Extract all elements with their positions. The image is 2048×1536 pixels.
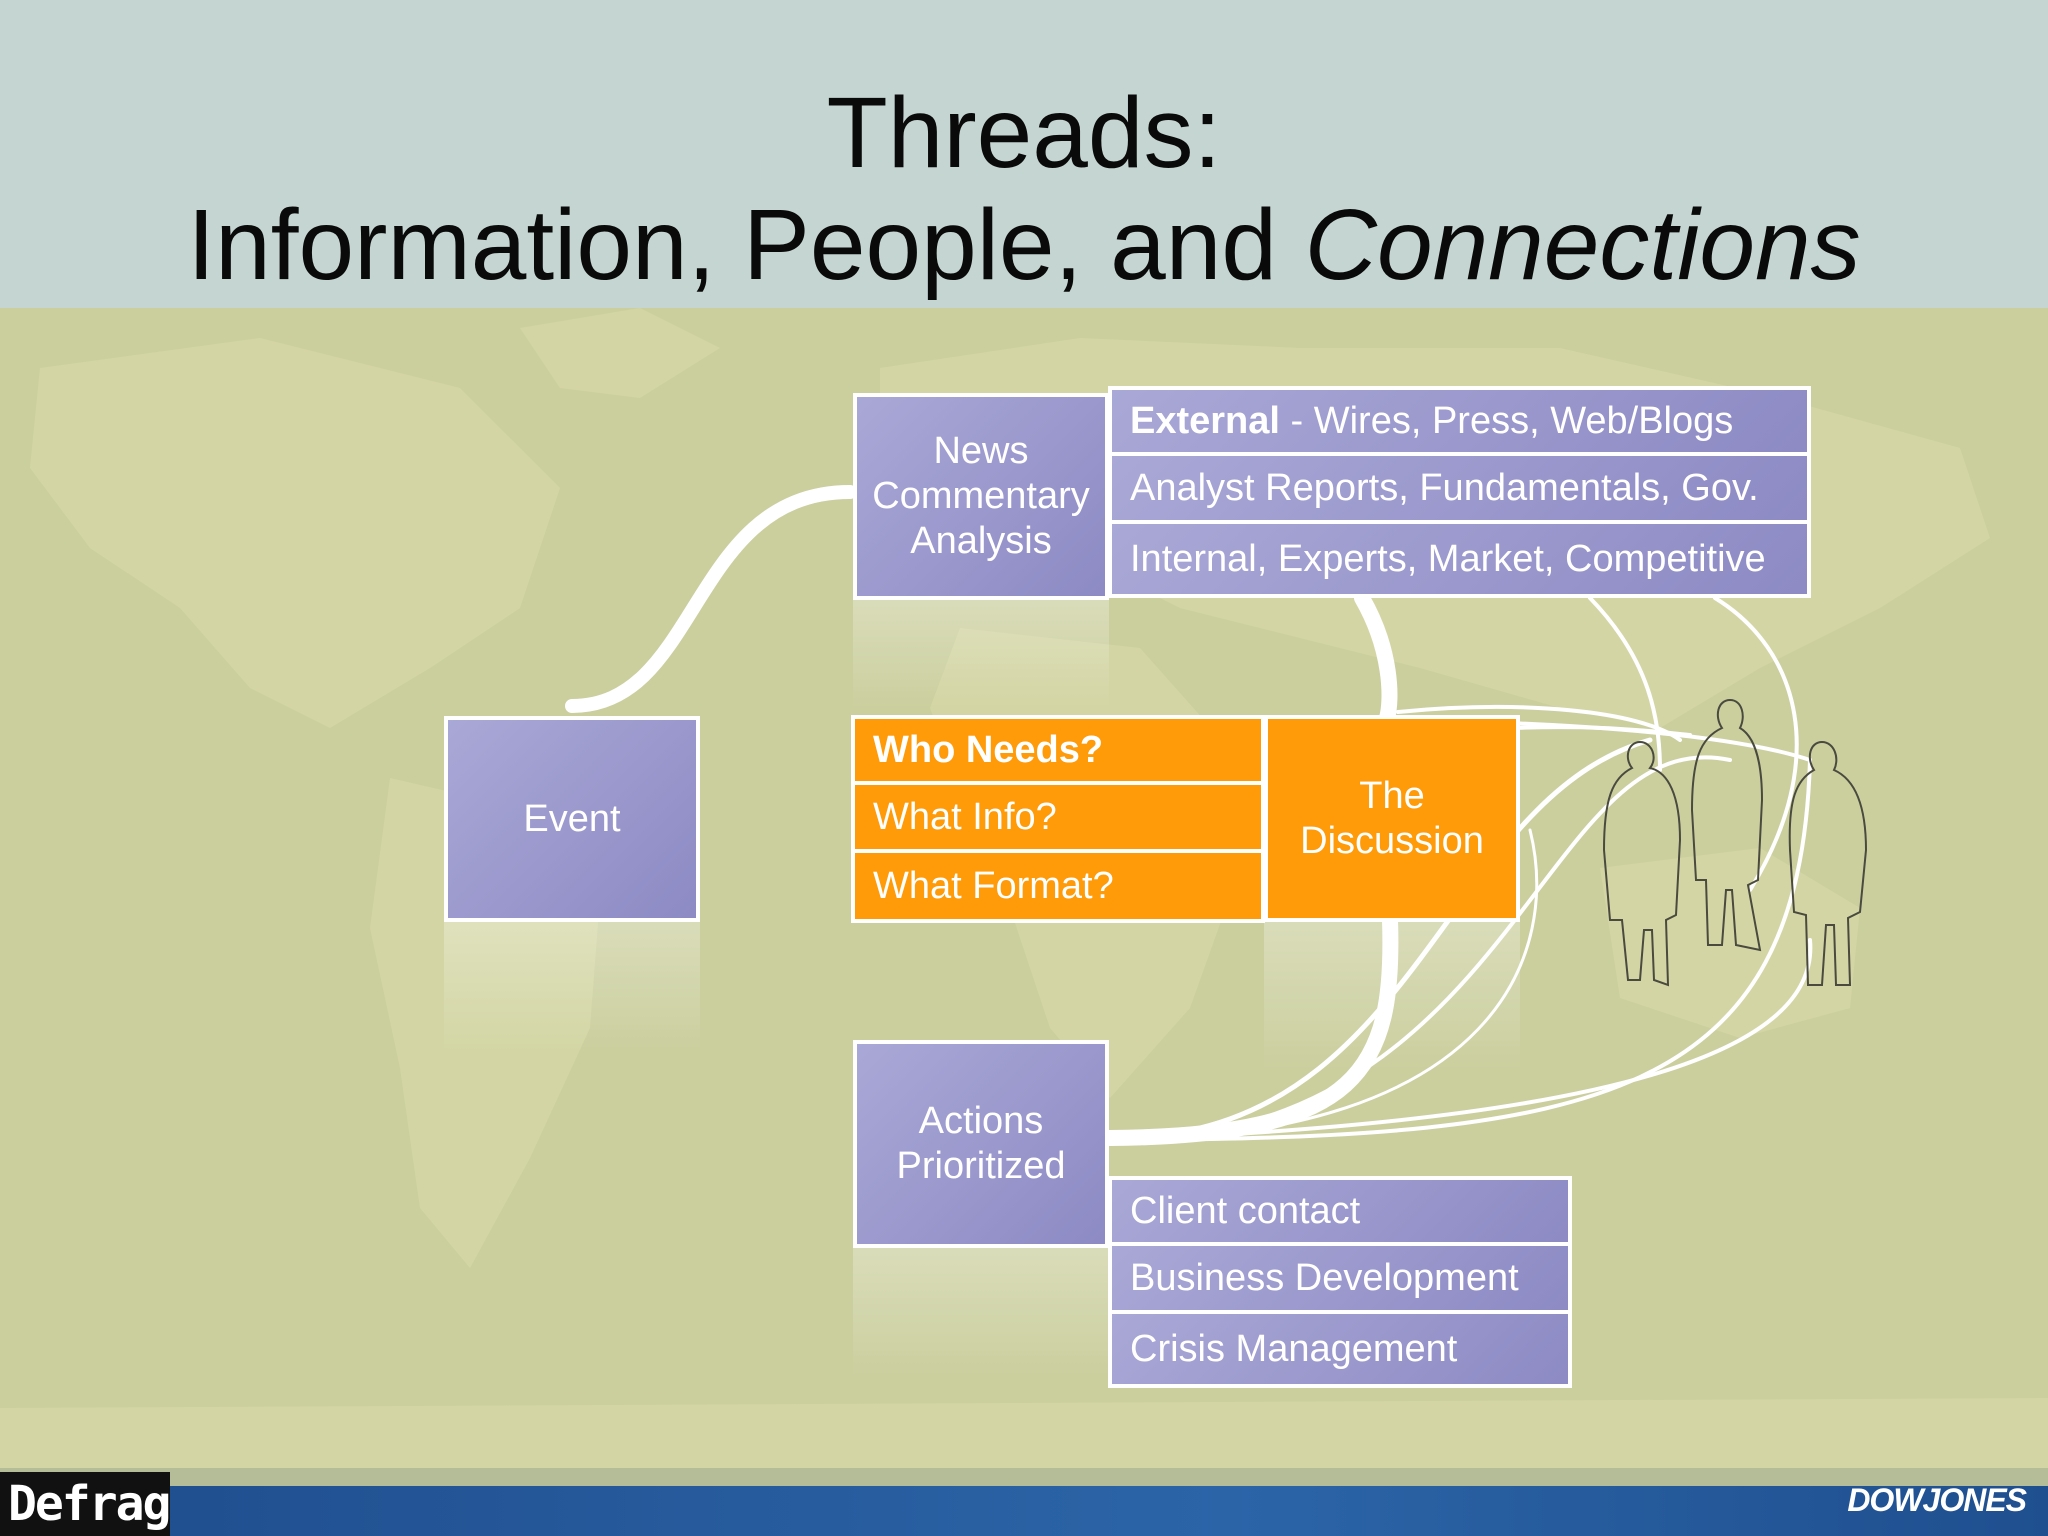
source-row-internal: Internal, Experts, Market, Competitive [1108,520,1811,598]
defrag-logo: Defrag [0,1472,171,1536]
news-commentary-analysis-box: News Commentary Analysis [853,393,1109,600]
sources-to-discussion-thread [1354,590,1398,726]
question-row-who-needs: Who Needs? [851,715,1265,785]
analysis-label: Analysis [910,520,1052,562]
event-reflection [444,922,700,1052]
analyst-reports-text: Analyst Reports, Fundamentals, Gov. [1130,466,1759,509]
internal-experts-text: Internal, Experts, Market, Competitive [1130,537,1766,580]
footer [0,1468,2048,1536]
event-label: Event [523,797,621,840]
outcome-row-crisis-management: Crisis Management [1108,1310,1572,1388]
news-label: News [933,430,1029,472]
actions-prioritized-box: Actions Prioritized [853,1040,1109,1248]
dowjones-logo: DOWJONES [1847,1482,2027,1518]
footer-bar [0,1486,2048,1536]
commentary-label: Commentary [872,475,1090,517]
event-to-news-thread [565,485,857,713]
source-row-external: External - Wires, Press, Web/Blogs [1108,386,1811,456]
sources-to-people-thread-2 [1713,596,1799,892]
event-box: Event [444,716,700,922]
discussion-label-line-2: Discussion [1300,819,1484,862]
actions-to-people-thread-1 [1112,737,1653,1141]
footer-stripe [0,1468,2048,1486]
client-contact-text: Client contact [1130,1189,1361,1232]
discussion-box: The Discussion [1264,715,1520,922]
actions-label: Actions [918,1100,1044,1142]
external-detail: - Wires, Press, Web/Blogs [1279,399,1734,442]
what-info-text: What Info? [873,795,1057,838]
header-band [0,0,2048,308]
outcome-row-business-development: Business Development [1108,1242,1572,1314]
who-needs-text: Who Needs? [873,728,1104,771]
slide-title-line-1: Threads: [826,77,1222,189]
question-row-what-format: What Format? [851,849,1265,923]
external-label: External [1130,399,1280,442]
what-format-text: What Format? [873,864,1114,907]
title-plain-text: Information, People, and [187,189,1305,301]
discussion-label-line-1: The [1359,774,1425,817]
prioritized-label: Prioritized [896,1145,1066,1187]
sources-to-people-thread-1 [1588,596,1662,772]
question-row-what-info: What Info? [851,781,1265,853]
business-development-text: Business Development [1130,1256,1519,1299]
actions-reflection [853,1248,1109,1378]
news-reflection [853,600,1109,710]
crisis-management-text: Crisis Management [1130,1327,1458,1370]
slide-title-line-2: Information, People, and Connections [0,190,2048,300]
outcome-row-client-contact: Client contact [1108,1176,1572,1246]
source-row-analyst: Analyst Reports, Fundamentals, Gov. [1108,452,1811,524]
actions-to-people-thread-5 [1113,828,1539,1142]
actions-to-people-thread-3 [1113,938,1813,1142]
title-italic-text: Connections [1304,189,1861,301]
people-to-discussion-thread-1 [1396,705,1682,742]
